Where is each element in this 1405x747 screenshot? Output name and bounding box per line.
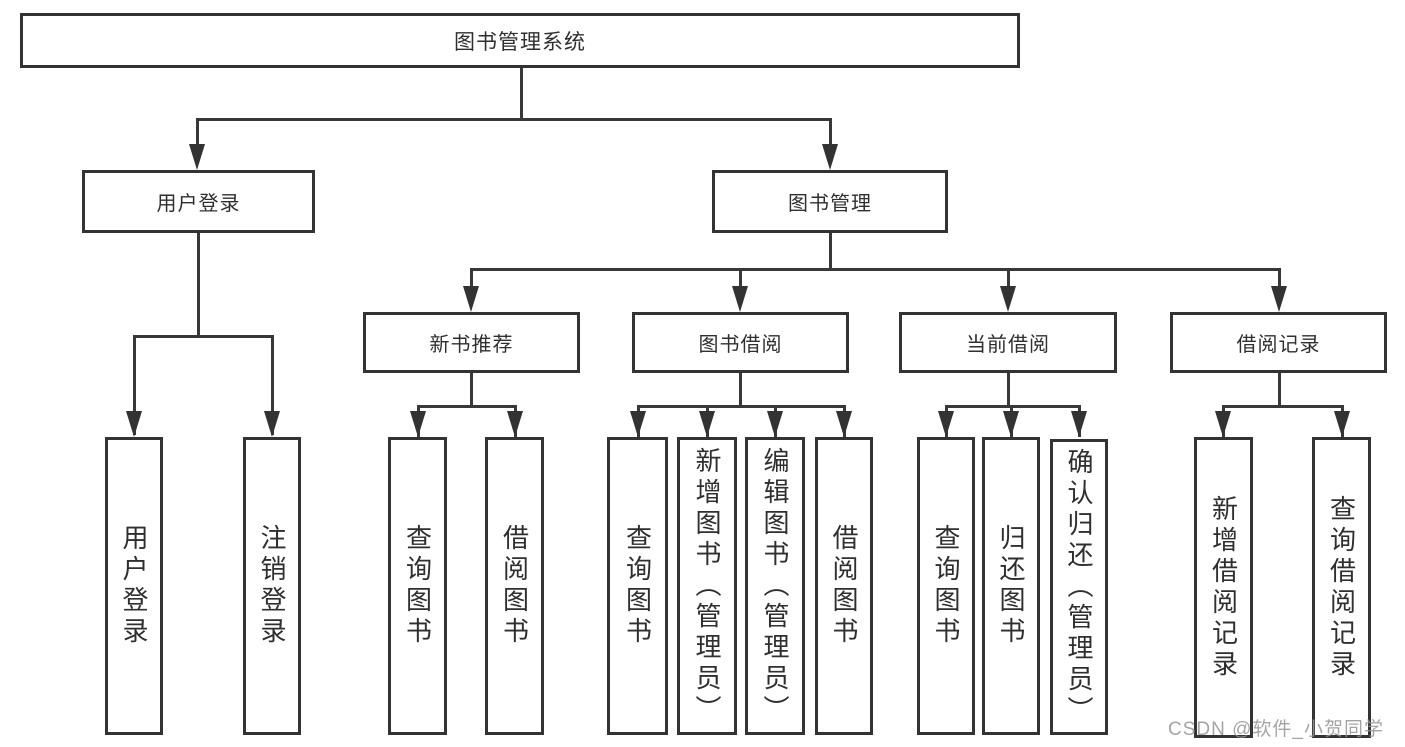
arrow-head bbox=[767, 411, 783, 437]
connector-line bbox=[829, 233, 832, 271]
watermark: CSDN @软件_小贺同学 bbox=[1168, 719, 1384, 740]
arrow-head bbox=[1071, 411, 1087, 437]
node-new-book-recommend-label: 新书推荐 bbox=[429, 334, 514, 356]
arrow-head bbox=[699, 411, 715, 437]
node-user-login: 用户登录 bbox=[82, 170, 315, 233]
node-leaf-user-login: 用户登录 bbox=[105, 437, 163, 735]
connector-line bbox=[520, 68, 523, 121]
node-leaf-borrow-books: 借阅图书 bbox=[815, 437, 873, 735]
arrow-head bbox=[189, 144, 205, 170]
node-leaf-edit-book-admin: 编辑图书（管理员） bbox=[745, 437, 805, 735]
node-book-borrowing-label: 图书借阅 bbox=[698, 334, 783, 356]
connector-line bbox=[829, 118, 832, 152]
node-new-book-recommend: 新书推荐 bbox=[363, 312, 580, 373]
node-leaf-add-book-admin-label: 新增图书（管理员） bbox=[692, 446, 722, 726]
node-current-borrowing-label: 当前借阅 bbox=[966, 334, 1050, 356]
node-leaf-add-borrow-record-label: 新增借阅记录 bbox=[1208, 494, 1239, 681]
arrow-head bbox=[1000, 286, 1016, 312]
arrow-head bbox=[1271, 286, 1287, 312]
node-leaf-add-book-admin: 新增图书（管理员） bbox=[677, 437, 737, 735]
node-leaf-query-books-borrowing: 查询图书 bbox=[607, 437, 668, 735]
node-root: 图书管理系统 bbox=[20, 13, 1020, 68]
arrow-head bbox=[264, 411, 280, 437]
arrow-head bbox=[126, 411, 142, 437]
connector-line bbox=[945, 405, 1081, 408]
node-leaf-query-books-recommend-label: 查询图书 bbox=[402, 524, 433, 648]
arrow-head bbox=[410, 411, 426, 437]
node-leaf-query-borrow-record: 查询借阅记录 bbox=[1312, 437, 1371, 738]
node-leaf-query-borrow-record-label: 查询借阅记录 bbox=[1326, 494, 1357, 681]
connector-line bbox=[470, 268, 1281, 271]
connector-line bbox=[196, 118, 199, 152]
node-leaf-edit-book-admin-label: 编辑图书（管理员） bbox=[760, 446, 790, 726]
connector-line bbox=[1007, 373, 1010, 407]
arrow-head bbox=[732, 286, 748, 312]
node-leaf-query-books-recommend: 查询图书 bbox=[388, 437, 447, 735]
node-borrow-records: 借阅记录 bbox=[1170, 312, 1387, 373]
arrow-head bbox=[1003, 411, 1019, 437]
node-leaf-query-books-current-label: 查询图书 bbox=[931, 524, 961, 648]
arrow-head bbox=[1215, 411, 1231, 437]
node-leaf-logout-label: 注销登录 bbox=[257, 524, 287, 648]
arrow-head bbox=[938, 411, 954, 437]
arrow-head bbox=[463, 286, 479, 312]
connector-line bbox=[1278, 373, 1281, 407]
node-current-borrowing: 当前借阅 bbox=[899, 312, 1117, 373]
node-leaf-borrow-books-recommend: 借阅图书 bbox=[485, 437, 544, 735]
node-book-borrowing: 图书借阅 bbox=[632, 312, 849, 373]
arrow-head bbox=[836, 411, 852, 437]
node-leaf-confirm-return-admin: 确认归还（管理员） bbox=[1050, 439, 1108, 735]
arrow-head bbox=[630, 411, 646, 437]
node-leaf-borrow-books-label: 借阅图书 bbox=[829, 524, 859, 648]
connector-line bbox=[470, 373, 473, 407]
connector-line bbox=[271, 335, 274, 435]
node-root-label: 图书管理系统 bbox=[454, 30, 586, 54]
connector-line bbox=[739, 373, 742, 407]
connector-line bbox=[1222, 405, 1344, 408]
connector-line bbox=[197, 233, 200, 338]
connector-line bbox=[637, 405, 846, 408]
connector-line bbox=[133, 335, 274, 338]
node-user-login-label: 用户登录 bbox=[156, 193, 241, 215]
connector-line bbox=[417, 405, 517, 408]
arrow-head bbox=[507, 411, 523, 437]
connector-line bbox=[196, 118, 832, 121]
node-leaf-add-borrow-record: 新增借阅记录 bbox=[1194, 437, 1253, 738]
node-book-management-label: 图书管理 bbox=[788, 193, 872, 215]
connector-line bbox=[133, 335, 136, 435]
node-leaf-query-books-current: 查询图书 bbox=[917, 437, 975, 735]
node-leaf-user-login-label: 用户登录 bbox=[119, 524, 149, 648]
node-leaf-return-book-label: 归还图书 bbox=[996, 524, 1026, 648]
node-leaf-query-books-borrowing-label: 查询图书 bbox=[622, 524, 653, 648]
node-book-management: 图书管理 bbox=[712, 170, 948, 233]
node-leaf-borrow-books-recommend-label: 借阅图书 bbox=[499, 524, 530, 648]
node-borrow-records-label: 借阅记录 bbox=[1236, 334, 1321, 356]
arrow-head bbox=[822, 144, 838, 170]
node-leaf-logout: 注销登录 bbox=[243, 437, 301, 735]
node-leaf-return-book: 归还图书 bbox=[982, 437, 1040, 735]
node-leaf-confirm-return-admin-label: 确认归还（管理员） bbox=[1064, 447, 1094, 727]
arrow-head bbox=[1334, 411, 1350, 437]
